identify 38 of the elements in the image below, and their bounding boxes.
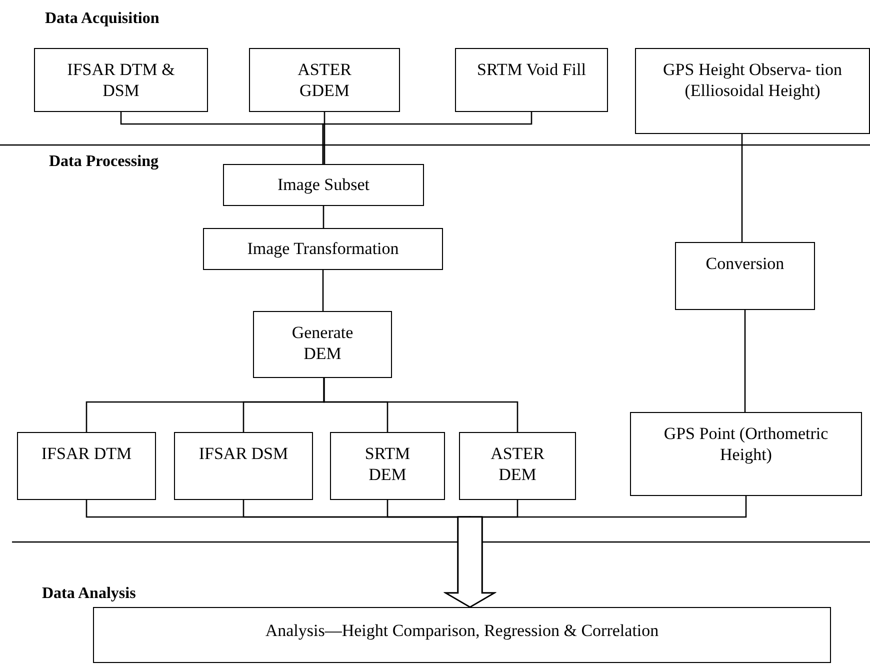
process-box <box>455 48 608 112</box>
process-box <box>253 311 392 378</box>
connector-line <box>323 378 518 432</box>
connector-line <box>322 112 532 164</box>
process-box <box>459 432 576 500</box>
process-box <box>34 48 208 112</box>
box-text: IFSAR DSM <box>198 443 290 464</box>
box-text: Conversion <box>704 253 786 274</box>
box-text: GPS Height Observa- tion (Elliosoidal Height) <box>662 59 843 101</box>
connector-line <box>324 112 326 164</box>
process-box <box>249 48 400 112</box>
box-text: SRTM DEM <box>364 443 412 485</box>
process-box <box>174 432 313 500</box>
process-box <box>675 242 815 310</box>
process-box <box>330 432 445 500</box>
process-box <box>635 48 870 134</box>
box-text: ASTER DEM <box>490 443 546 485</box>
box-text: IFSAR DTM & DSM <box>66 59 176 101</box>
process-box <box>93 607 831 663</box>
box-text: ASTER GDEM <box>296 59 352 101</box>
box-text: Image Subset <box>276 174 371 195</box>
section-heading: Data Processing <box>49 153 158 171</box>
process-box <box>223 164 424 206</box>
section-heading: Data Acquisition <box>45 10 160 28</box>
box-text: GPS Point (Orthometric Height) <box>662 423 830 465</box>
connector-line <box>322 270 324 311</box>
process-box <box>630 412 862 496</box>
process-box <box>17 432 156 500</box>
box-text: Image Transformation <box>246 238 400 259</box>
process-box <box>203 228 443 270</box>
connector-line <box>322 206 324 228</box>
box-text: Generate DEM <box>290 322 354 364</box>
box-text: SRTM Void Fill <box>476 59 586 80</box>
connector-line <box>744 310 746 412</box>
box-text: IFSAR DTM <box>40 443 133 464</box>
connector-line <box>741 134 743 242</box>
section-heading: Data Analysis <box>42 585 136 603</box>
box-text: Analysis—Height Comparison, Regression & Correlation <box>264 620 660 641</box>
